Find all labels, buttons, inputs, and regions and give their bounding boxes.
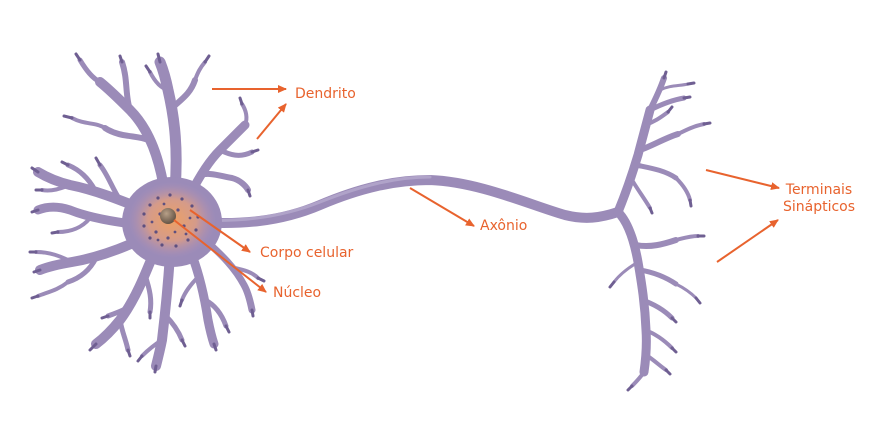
label-terminals-line2: Sinápticos [782, 199, 856, 215]
label-dendrite: Dendrito [295, 86, 356, 102]
label-axon: Axônio [480, 218, 528, 234]
label-nucleus: Núcleo [273, 285, 322, 301]
cell-body [122, 177, 222, 267]
soma-granules [142, 193, 200, 248]
terminal-tips [608, 70, 712, 392]
axon-arrow [409, 187, 475, 227]
dendrite-arrow-2 [256, 103, 287, 140]
axon-terminals [612, 75, 706, 388]
nucleus [160, 208, 176, 224]
terminals-arrow-2 [716, 219, 779, 263]
cell-body-arrow [189, 209, 251, 253]
dendrite-tips [28, 52, 266, 374]
label-cell-body: Corpo celular [260, 245, 354, 261]
terminals-arrow-1 [705, 169, 780, 190]
axon [190, 174, 623, 228]
label-terminals-line1: Terminais [785, 182, 853, 198]
nucleus-arrow [173, 219, 267, 293]
dendrites [33, 56, 260, 371]
label-terminals: Terminais Sinápticos [776, 182, 862, 216]
arrows [173, 85, 780, 293]
